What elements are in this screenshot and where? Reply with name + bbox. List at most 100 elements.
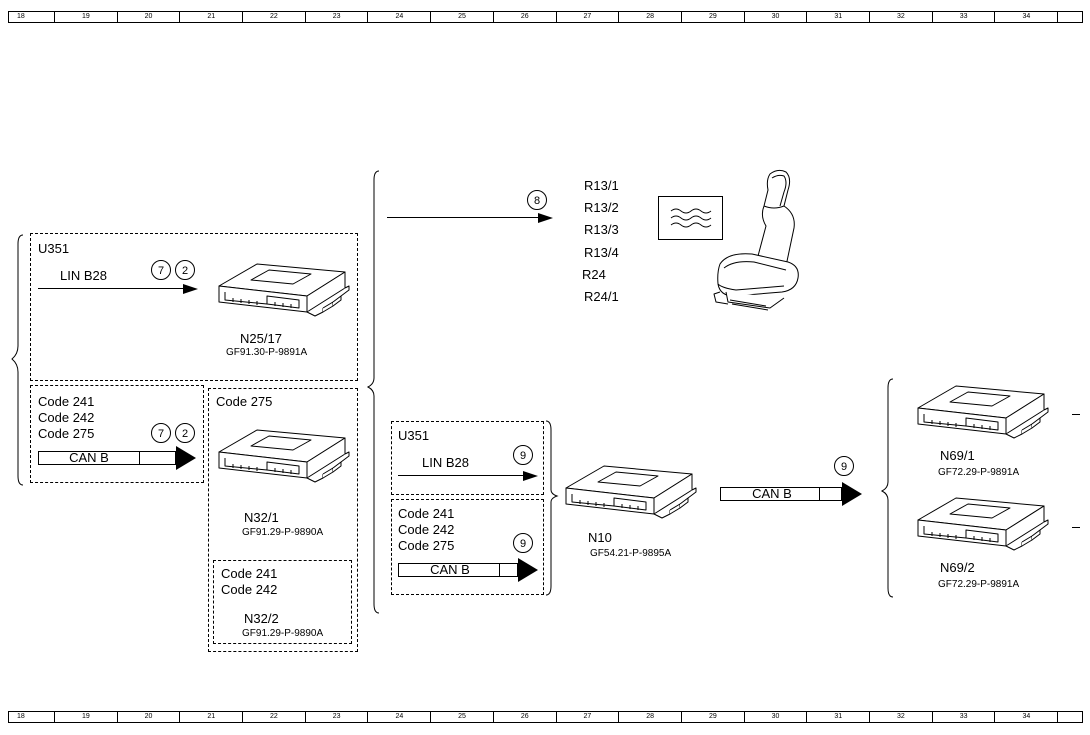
ruler-cell-30: 30 <box>745 712 808 722</box>
ruler-cell-30: 30 <box>745 12 808 22</box>
r13-3-label: R13/3 <box>584 222 619 238</box>
lin-b28-arrow-top <box>38 283 198 295</box>
circle-marker-9-u351: 9 <box>513 445 533 465</box>
ruler-cell-22: 22 <box>243 712 306 722</box>
u351-top-title: U351 <box>38 241 70 256</box>
ruler-cell-25: 25 <box>431 712 494 722</box>
heater-wave-icon <box>670 208 712 228</box>
code-241-n32-2: Code 241 <box>221 566 278 581</box>
n32-1-group <box>208 388 358 652</box>
ruler-cell-25: 25 <box>431 12 494 22</box>
can-b-label-left: CAN B <box>69 450 109 465</box>
ruler-cell-28: 28 <box>619 12 682 22</box>
n25-17-ref: GF91.30-P-9891A <box>226 347 308 358</box>
ruler-cell-23: 23 <box>306 12 369 22</box>
ruler-cell-24: 24 <box>369 712 432 722</box>
continuation-tick-2 <box>1072 527 1080 528</box>
n32-1-group-title: Code 275 <box>216 394 273 409</box>
brace-mid-right <box>545 420 559 596</box>
ruler-cell-26: 26 <box>494 12 557 22</box>
codes-left-list: Code 241 Code 242 Code 275 <box>38 394 94 442</box>
ruler-cell-20: 20 <box>118 712 181 722</box>
code-275-left: Code 275 <box>38 426 95 441</box>
heater-symbol-box <box>658 196 723 240</box>
module-n10 <box>562 464 702 528</box>
r13-1-label: R13/1 <box>584 178 619 193</box>
circle-marker-7-left: 7 <box>151 423 171 443</box>
module-n32-1 <box>215 428 355 492</box>
circle-marker-9-n10: 9 <box>834 456 854 476</box>
ruler-cell-21: 21 <box>180 12 244 22</box>
ruler-cell-34: 34 <box>996 12 1059 22</box>
seat-resistor-list: R13/1 R13/2 R13/3 R13/4 R24 R24/1 <box>582 175 619 308</box>
ruler-cell-19: 19 <box>55 712 118 722</box>
code-242-left: Code 242 <box>38 410 95 425</box>
brace-center-tall <box>366 170 380 614</box>
ruler-cell-18: 18 <box>9 712 55 722</box>
u351-top-bus-label: LIN B28 <box>60 268 107 283</box>
seat-icon <box>713 169 799 311</box>
ruler-cell-31: 31 <box>807 712 871 722</box>
ruler-cell-27: 27 <box>557 712 620 722</box>
ruler-cell-33: 33 <box>933 12 996 22</box>
seat-arrow <box>387 212 553 224</box>
n32-2-ref: GF91.29-P-9890A <box>242 628 324 639</box>
circle-marker-2-left: 2 <box>175 423 195 443</box>
n25-17-label: N25/17 <box>240 331 282 346</box>
lin-b28-arrow-mid <box>398 470 538 482</box>
circle-marker-8: 8 <box>527 190 547 210</box>
r24-label: R24 <box>582 266 606 282</box>
circle-marker-9-codes: 9 <box>513 533 533 553</box>
can-b-label-n10: CAN B <box>752 486 792 501</box>
n32-2-codes: Code 241 Code 242 <box>221 566 277 598</box>
ruler-cell-23: 23 <box>306 712 369 722</box>
n32-2-label: N32/2 <box>244 611 279 626</box>
ruler-cell-24: 24 <box>369 12 432 22</box>
ruler-cell-32: 32 <box>870 12 933 22</box>
module-n69-2 <box>914 496 1054 560</box>
n69-2-ref: GF72.29-P-9891A <box>938 579 1020 590</box>
ruler-cell-27: 27 <box>557 12 620 22</box>
can-b-arrow-left: CAN B <box>38 446 196 470</box>
can-b-arrow-n10: CAN B <box>720 482 862 506</box>
n32-1-label: N32/1 <box>244 510 279 525</box>
ruler-cell-19: 19 <box>55 12 118 22</box>
can-b-label-mid: CAN B <box>430 562 470 577</box>
codes-mid-list: Code 241 Code 242 Code 275 <box>398 506 454 554</box>
ruler-cell-26: 26 <box>494 712 557 722</box>
code-241-left: Code 241 <box>38 394 95 409</box>
ruler-cell-31: 31 <box>807 12 871 22</box>
code-275-mid: Code 275 <box>398 538 455 553</box>
r13-4-label: R13/4 <box>584 244 619 260</box>
n69-1-ref: GF72.29-P-9891A <box>938 467 1020 478</box>
brace-left-outer <box>11 234 24 486</box>
codes-left-group <box>30 385 204 483</box>
n32-1-ref: GF91.29-P-9890A <box>242 527 324 538</box>
brace-right <box>880 378 894 598</box>
n10-ref: GF54.21-P-9895A <box>590 548 672 559</box>
r13-2-label: R13/2 <box>584 200 619 216</box>
ruler-cell-29: 29 <box>682 12 745 22</box>
r24-1-label: R24/1 <box>584 289 619 305</box>
u351-mid-bus-label: LIN B28 <box>422 455 469 470</box>
can-b-arrow-mid: CAN B <box>398 558 538 582</box>
ruler-cell-18: 18 <box>9 12 55 22</box>
n32-2-group <box>213 560 352 644</box>
ruler-cell-21: 21 <box>180 712 244 722</box>
module-n25-17 <box>215 262 355 326</box>
n10-label: N10 <box>588 530 612 545</box>
circle-marker-7-top: 7 <box>151 260 171 280</box>
codes-mid-group <box>391 499 544 595</box>
n69-1-label: N69/1 <box>940 448 975 463</box>
ruler-cell-32: 32 <box>870 712 933 722</box>
ruler-cell-29: 29 <box>682 712 745 722</box>
u351-mid-group <box>391 421 544 495</box>
continuation-tick-1 <box>1072 414 1080 415</box>
circle-marker-2-top: 2 <box>175 260 195 280</box>
ruler-cell-20: 20 <box>118 12 181 22</box>
module-n69-1 <box>914 384 1054 448</box>
code-242-n32-2: Code 242 <box>221 582 278 597</box>
ruler-cell-22: 22 <box>243 12 306 22</box>
